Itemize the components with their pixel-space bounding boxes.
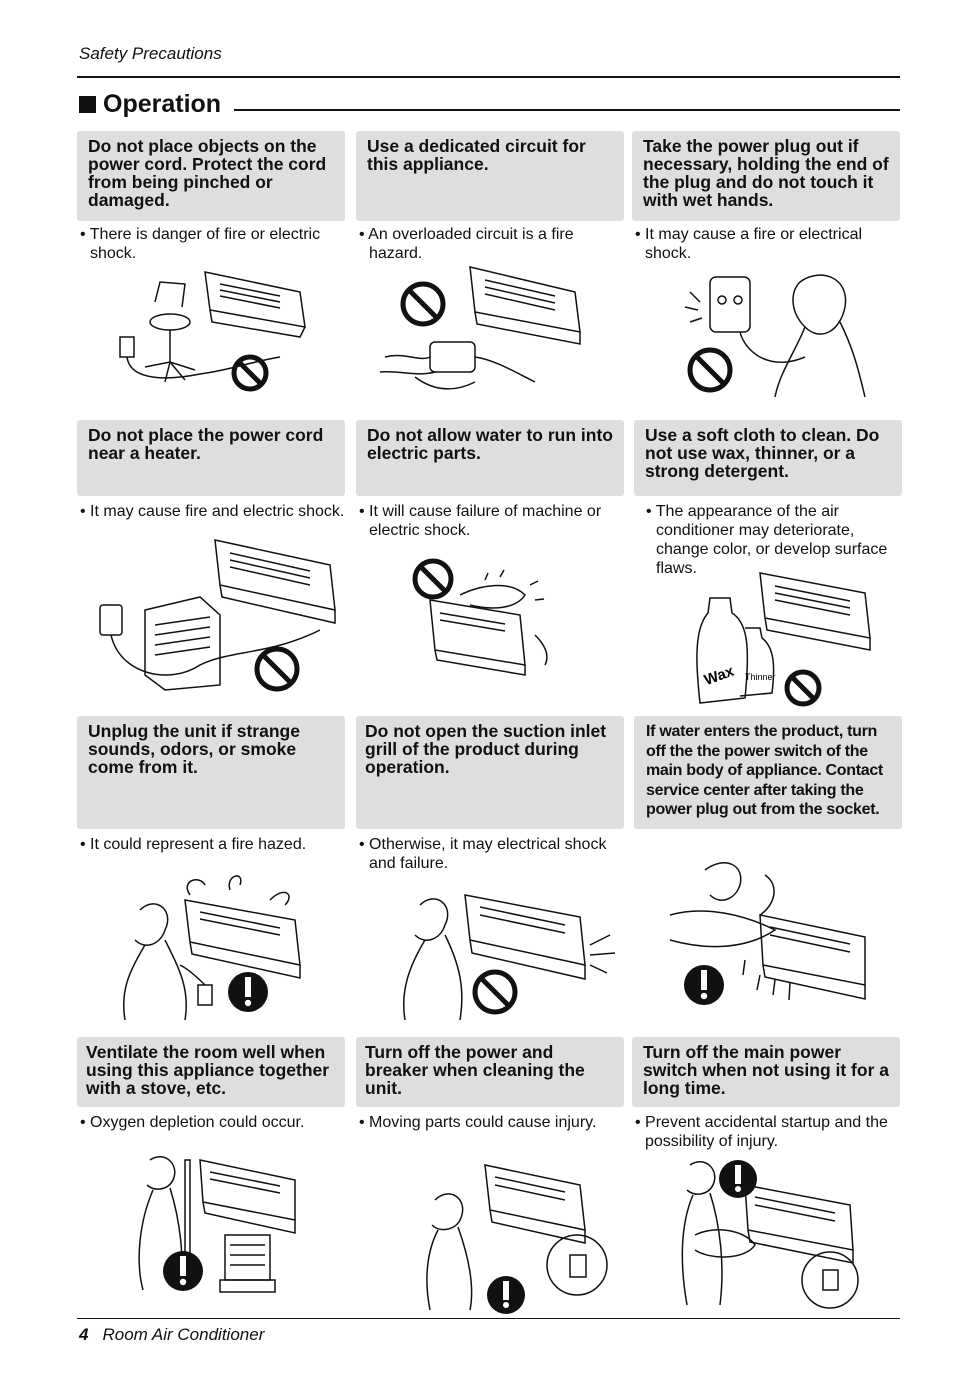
prohibited-icon	[412, 558, 454, 600]
card-bullet: • Otherwise, it may electrical shock and…	[359, 836, 607, 872]
card-bullet: • It could represent a fire hazed.	[80, 836, 307, 853]
illustration-ventilate-stove	[138, 1156, 296, 1293]
card-title: Unplug the unit if strange sounds, odors…	[77, 716, 345, 829]
header-rule	[77, 76, 900, 78]
prohibited-icon	[784, 669, 822, 707]
illustration-open-grill	[402, 894, 616, 1020]
card-title: If water enters the product, turn off th…	[634, 716, 902, 829]
prohibited-icon	[687, 347, 733, 393]
wax-label: Wax	[702, 662, 737, 689]
card-unplug-strange: Unplug the unit if strange sounds, odors…	[77, 716, 345, 854]
card-ventilate: Ventilate the room well when using this …	[77, 1037, 345, 1132]
prohibited-icon	[400, 281, 446, 327]
square-bullet-icon	[79, 96, 96, 113]
card-power-cord-objects: Do not place objects on the power cord. …	[77, 131, 345, 263]
card-title: Do not open the suction inlet grill of t…	[356, 716, 624, 829]
card-soft-cloth: Use a soft cloth to clean. Do not use wa…	[634, 420, 902, 578]
footer: 4 Room Air Conditioner	[79, 1325, 264, 1345]
card-bullet: • It may cause fire and electric shock.	[80, 503, 345, 520]
footer-title: Room Air Conditioner	[102, 1325, 265, 1344]
illustration-wet-hands-plug	[684, 274, 866, 398]
card-bullet: • The appearance of the air conditioner …	[646, 503, 888, 577]
illustration-overloaded-outlet	[379, 266, 581, 390]
page-number: 4	[79, 1325, 89, 1344]
illustration-cleaning-breaker	[426, 1164, 608, 1314]
illustration-water-on-unit	[412, 558, 548, 676]
card-cord-heater: Do not place the power cord near a heate…	[77, 420, 345, 521]
card-bullet: • Oxygen depletion could occur.	[80, 1114, 305, 1131]
card-title: Use a dedicated circuit for this applian…	[356, 131, 624, 221]
card-power-plug: Take the power plug out if necessary, ho…	[632, 131, 900, 263]
prohibited-icon	[472, 969, 518, 1015]
card-bullet: • It will cause failure of machine or el…	[359, 503, 602, 539]
card-title: Use a soft cloth to clean. Do not use wa…	[634, 420, 902, 496]
illustration-water-in-product	[669, 862, 866, 1005]
card-suction-inlet: Do not open the suction inlet grill of t…	[356, 716, 624, 873]
section-heading: Operation	[79, 90, 221, 119]
illustration-wax-thinner: Wax Thinner	[696, 572, 871, 707]
card-title: Turn off the main power switch when not …	[632, 1037, 900, 1107]
section-title: Operation	[103, 90, 222, 118]
card-water-electric: Do not allow water to run into electric …	[356, 420, 624, 540]
card-turn-off-cleaning: Turn off the power and breaker when clea…	[356, 1037, 624, 1132]
prohibited-icon	[231, 354, 269, 392]
card-title: Turn off the power and breaker when clea…	[356, 1037, 624, 1107]
footer-rule	[77, 1318, 900, 1319]
illustration-cord-near-heater	[99, 539, 336, 692]
illustration-smoke-unplug	[122, 875, 301, 1020]
card-title: Take the power plug out if necessary, ho…	[632, 131, 900, 221]
card-dedicated-circuit: Use a dedicated circuit for this applian…	[356, 131, 624, 263]
prohibited-icon	[254, 646, 300, 692]
card-bullet: • Prevent accidental startup and the pos…	[635, 1114, 888, 1150]
card-title: Do not allow water to run into electric …	[356, 420, 624, 496]
card-title: Do not place the power cord near a heate…	[77, 420, 345, 496]
card-water-enters: If water enters the product, turn off th…	[634, 716, 902, 829]
card-bullet: • Moving parts could cause injury.	[359, 1114, 597, 1131]
header-label: Safety Precautions	[79, 44, 222, 63]
card-bullet: • It may cause a fire or electrical shoc…	[635, 226, 863, 262]
card-main-power-switch: Turn off the main power switch when not …	[632, 1037, 900, 1151]
card-title: Ventilate the room well when using this …	[77, 1037, 345, 1107]
card-bullet: • There is danger of fire or electric sh…	[80, 226, 321, 262]
illustration-chair-on-cord	[119, 271, 306, 392]
card-title: Do not place objects on the power cord. …	[77, 131, 345, 221]
thinner-label: Thinner	[745, 672, 776, 682]
illustration-long-time-off	[681, 1160, 859, 1309]
section-title-rule	[234, 109, 900, 111]
card-bullet: • An overloaded circuit is a fire hazard…	[359, 226, 574, 262]
